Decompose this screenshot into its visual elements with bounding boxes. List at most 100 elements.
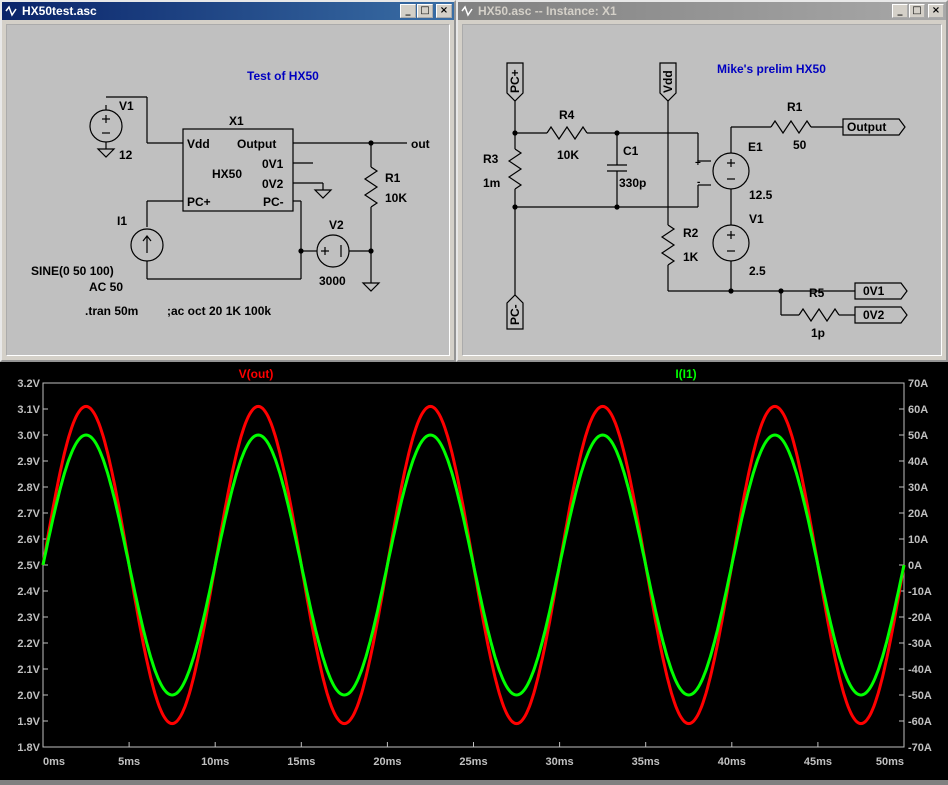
label-v1-val: 2.5 [749,264,766,278]
y-tick-label-left: 1.9V [17,716,40,728]
label-0v2: 0V2 [262,177,284,191]
y-tick-label-right: 0A [908,560,922,572]
port-0v2: 0V2 [863,308,885,322]
label-r5: R5 [809,286,825,300]
legend-i-i1[interactable]: I(I1) [675,367,696,381]
x-tick-label: 5ms [118,756,140,768]
label-x1: X1 [229,114,244,128]
port-vdd: Vdd [661,70,675,93]
label-r4-val: 10K [557,148,579,162]
label-pcp: PC+ [187,195,211,209]
schematic-window-hx50test[interactable]: HX50test.asc _ □ × [0,0,456,362]
y-tick-label-left: 2.1V [17,664,40,676]
schematic-heading: Mike's prelim HX50 [717,62,826,76]
y-tick-label-right: 10A [908,534,928,546]
y-tick-label-left: 2.3V [17,612,40,624]
maximize-button[interactable]: □ [417,4,433,18]
legend-v-out[interactable]: V(out) [239,367,274,381]
y-tick-label-left: 2.8V [17,482,40,494]
schematic-heading: Test of HX50 [247,69,319,83]
y-tick-label-right: -50A [908,690,932,702]
x-tick-label: 0ms [43,756,65,768]
label-r1-val: 50 [793,138,807,152]
label-minus: - [697,177,700,188]
y-tick-label-left: 1.8V [17,742,40,754]
schematic-canvas[interactable]: V1 12 X1 Vdd Output 0V1 HX50 0V2 PC+ PC-… [6,24,450,356]
close-button[interactable]: × [928,4,944,18]
y-tick-label-left: 2.9V [17,456,40,468]
label-tran: .tran 50m [85,304,138,318]
close-button[interactable]: × [436,4,452,18]
port-pcm: PC- [508,304,522,325]
x-tick-label: 15ms [287,756,315,768]
label-r5-val: 1p [811,326,825,340]
label-0v1: 0V1 [262,157,284,171]
label-ac-cmd: ;ac oct 20 1K 100k [167,304,271,318]
schematic-window-instance[interactable]: HX50.asc -- Instance: X1 _ □ × [456,0,948,362]
y-tick-label-left: 2.4V [17,586,40,598]
label-e1-val: 12.5 [749,188,773,202]
y-tick-label-right: 60A [908,404,928,416]
y-tick-label-left: 3.1V [17,404,40,416]
x-tick-label: 40ms [718,756,746,768]
label-e1: E1 [748,140,763,154]
minimize-button[interactable]: _ [892,4,908,18]
label-v1: V1 [119,99,134,113]
label-v2-val: 3000 [319,274,346,288]
label-r1: R1 [385,171,401,185]
schematic-canvas[interactable]: PC+ PC- Vdd R4 10K R3 1m C1 330p R2 1K E… [462,24,942,356]
maximize-button[interactable]: □ [909,4,925,18]
y-tick-label-left: 2.5V [17,560,40,572]
y-tick-label-right: -60A [908,716,932,728]
label-v1-val: 12 [119,148,133,162]
port-output: Output [847,120,886,134]
y-tick-label-left: 3.2V [17,378,40,390]
minimize-button[interactable]: _ [400,4,416,18]
label-vdd: Vdd [187,137,210,151]
series-line-i-i1 [41,433,906,697]
y-tick-label-right: -30A [908,638,932,650]
y-tick-label-left: 3.0V [17,430,40,442]
x-tick-label: 20ms [373,756,401,768]
label-plus: + [695,158,701,169]
y-tick-label-right: 30A [908,482,928,494]
y-tick-label-left: 2.0V [17,690,40,702]
y-tick-label-right: -70A [908,742,932,754]
x-tick-label: 45ms [804,756,832,768]
schematic-icon [4,4,18,18]
label-r2-val: 1K [683,250,699,264]
label-r4: R4 [559,108,575,122]
window-title: HX50test.asc [22,4,97,18]
label-r2: R2 [683,226,699,240]
schematic-icon [460,4,474,18]
label-v1: V1 [749,212,764,226]
x-tick-label: 30ms [546,756,574,768]
label-c1-val: 330p [619,176,646,190]
y-tick-label-right: -40A [908,664,932,676]
label-c1: C1 [623,144,639,158]
y-tick-label-right: 70A [908,378,928,390]
label-r1: R1 [787,100,803,114]
label-out: out [411,137,430,151]
schematic-drawing: PC+ PC- Vdd R4 10K R3 1m C1 330p R2 1K E… [483,62,908,340]
label-i1: I1 [117,214,127,228]
label-v2: V2 [329,218,344,232]
y-tick-label-right: 40A [908,456,928,468]
y-tick-label-left: 2.2V [17,638,40,650]
x-tick-label: 10ms [201,756,229,768]
label-r1-val: 10K [385,191,407,205]
label-sine: SINE(0 50 100) [31,264,114,278]
label-ac: AC 50 [89,280,123,294]
port-pcp: PC+ [508,69,522,93]
waveform-chart[interactable]: 1.8V1.9V2.0V2.1V2.2V2.3V2.4V2.5V2.6V2.7V… [0,362,948,780]
y-tick-label-right: 50A [908,430,928,442]
y-tick-label-right: 20A [908,508,928,520]
port-0v1: 0V1 [863,284,885,298]
window-title: HX50.asc -- Instance: X1 [478,4,617,18]
title-bar[interactable]: HX50test.asc _ □ × [2,2,454,20]
y-tick-label-right: -10A [908,586,932,598]
title-bar[interactable]: HX50.asc -- Instance: X1 _ □ × [458,2,946,20]
label-pcm: PC- [263,195,284,209]
y-tick-label-right: -20A [908,612,932,624]
